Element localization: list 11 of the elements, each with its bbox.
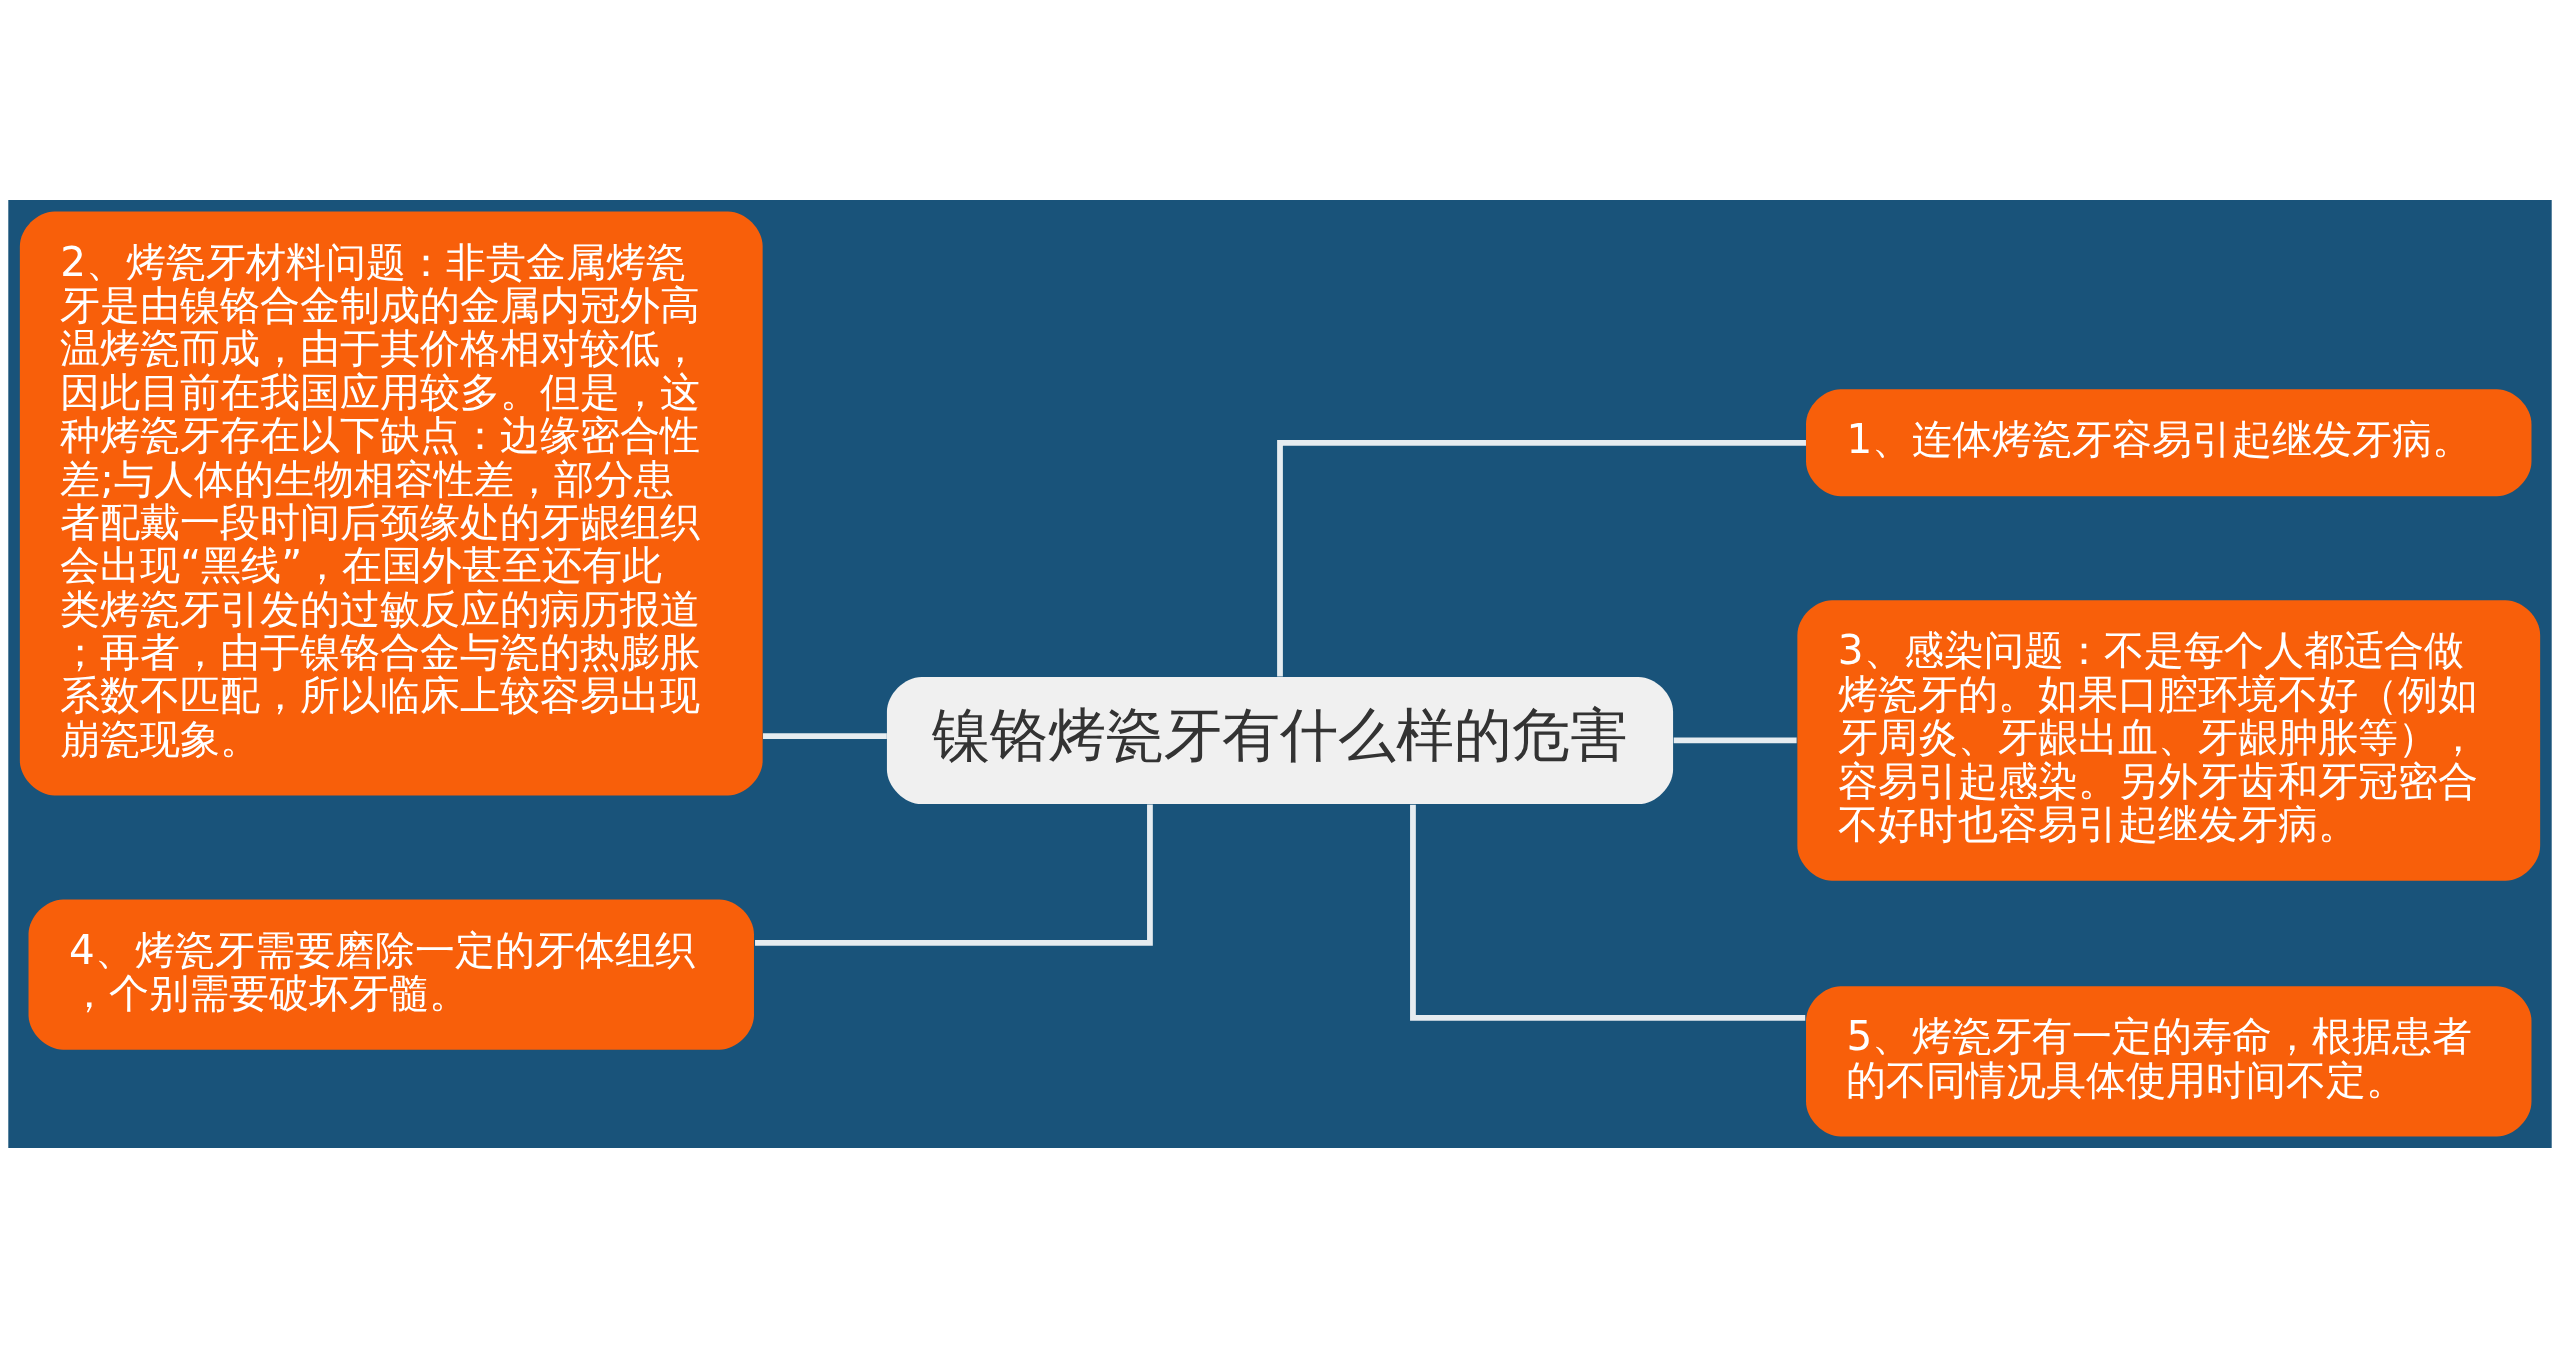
node-box: 镍铬烤瓷牙有什么样的危害	[886, 676, 1674, 804]
connector	[1410, 804, 1806, 1021]
node-box: 5、烤瓷牙有一定的寿命，根据患者的不同情况具体使用时间不定。	[1806, 985, 2532, 1136]
connector	[1277, 439, 1806, 677]
node-box: 4、烤瓷牙需要磨除一定的牙体组织，个别需要破坏牙髓。	[28, 898, 754, 1050]
connector	[1673, 737, 1797, 743]
node-box: 1、连体烤瓷牙容易引起继发牙病。	[1806, 388, 2532, 496]
connector	[755, 804, 1153, 946]
node-box: 2、烤瓷牙材料问题：非贵金属烤瓷牙是由镍铬合金制成的金属内冠外高温烤瓷而成，由于其价格相对较低，因此目前在我国应用较多。但是，这种烤瓷牙存在以下缺点：边缘密合性差;与人体的生物相容性差，部分患者配戴一段时间后颈缘处的牙龈组织会出现“黑线”，在国外甚至还有此类烤瓷牙引发的过敏反应的病历报道；再者，由于镍铬合金与瓷的热膨胀系数不匹配，所以临床上较容易出现崩瓷现象。	[19, 211, 763, 795]
connector	[763, 732, 887, 739]
node-box: 3、感染问题：不是每个人都适合做烤瓷牙的。如果口腔环境不好（例如牙周炎、牙龈出血、牙龈肿胀等），容易引起感染。另外牙齿和牙冠密合不好时也容易引起继发牙病。	[1797, 599, 2541, 881]
